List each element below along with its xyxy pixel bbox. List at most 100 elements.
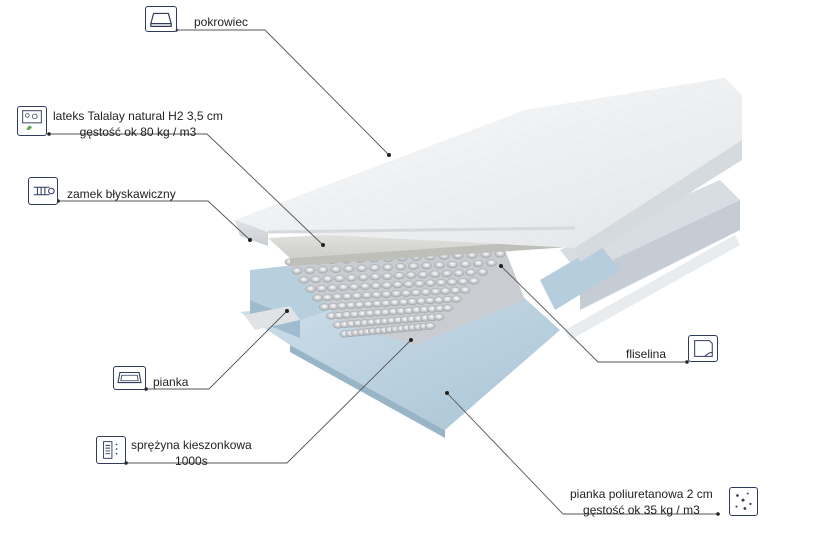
latex-layer-icon	[17, 106, 47, 136]
spring-pocket	[441, 270, 453, 278]
label-fleece: fliselina	[626, 347, 667, 361]
spring-pocket	[485, 259, 497, 267]
spring-pocket	[446, 261, 458, 269]
spring-pocket	[424, 279, 436, 287]
spring-pocket	[356, 264, 368, 272]
spring-pocket	[417, 271, 429, 279]
leader-zipper	[58, 200, 251, 241]
spring-pocket	[395, 263, 406, 271]
label-latex-line1: lateks Talalay natural H2 3,5 cm	[53, 109, 223, 123]
pocket-spring-block	[284, 250, 525, 345]
spring-pocket	[410, 289, 422, 297]
spring-pocket	[477, 268, 488, 276]
fleece-sheet-icon	[688, 335, 718, 362]
spring-pocket	[453, 269, 465, 277]
spring-pocket	[381, 281, 393, 289]
spring-pocket	[442, 304, 453, 312]
spring-pocket	[424, 322, 436, 330]
spring-pocket	[345, 274, 357, 282]
spring-pocket	[413, 280, 425, 288]
spring-pocket	[465, 268, 476, 277]
label-spring-line1: sprężyna kieszonkowa	[131, 438, 252, 452]
spring-pocket	[439, 287, 451, 295]
mattress-cover-icon	[145, 6, 177, 32]
spring-pocket	[435, 279, 447, 287]
foam-dots-icon	[729, 487, 758, 516]
spring-pocket	[472, 259, 484, 268]
spring-pocket	[305, 285, 316, 293]
spring-pocket	[291, 267, 303, 275]
label-pu-foam: pianka poliuretanowa 2 cm gęstość ok 35 …	[570, 486, 713, 518]
spring-pocket	[468, 277, 480, 285]
spring-pocket	[312, 294, 323, 302]
spring-pocket	[322, 275, 333, 283]
spring-pocket	[370, 282, 382, 290]
leader-latex	[49, 133, 324, 246]
spring-pocket	[403, 280, 414, 288]
spring-pocket	[408, 262, 419, 270]
spring-pocket	[317, 266, 329, 274]
foam-tray-icon	[113, 366, 146, 390]
spring-pocket	[357, 273, 369, 281]
spring-pocket	[429, 270, 441, 278]
label-zipper: zamek błyskawiczny	[67, 187, 176, 201]
spring-pocket	[310, 275, 322, 284]
spring-pocket	[450, 295, 462, 303]
spring-pocket	[361, 291, 373, 299]
spring-pocket	[390, 290, 402, 298]
leader-spring	[126, 339, 412, 464]
spring-pocket	[359, 282, 371, 290]
label-pu-foam-line1: pianka poliuretanowa 2 cm	[570, 487, 713, 501]
spring-pocket	[371, 291, 382, 299]
pocket-spring-icon	[96, 436, 126, 464]
spring-pocket	[421, 262, 432, 270]
spring-pocket	[369, 273, 381, 281]
spring-pocket	[382, 263, 393, 271]
spring-pocket	[298, 276, 310, 284]
spring-pocket	[420, 288, 432, 296]
leader-foam	[146, 310, 288, 390]
label-spring-line2: 1000s	[175, 454, 208, 468]
spring-pocket	[316, 284, 327, 293]
spring-pocket	[433, 313, 445, 321]
spring-pocket	[351, 292, 363, 300]
spring-pocket	[446, 278, 458, 286]
spring-pocket	[433, 261, 445, 269]
spring-pocket	[341, 292, 353, 301]
spring-pocket	[381, 272, 393, 280]
label-pu-foam-line2: gęstość ok 35 kg / m3	[583, 503, 700, 517]
leader-pu-foam	[446, 392, 718, 515]
pu-foam-layer	[240, 285, 560, 438]
spring-pocket	[304, 266, 316, 275]
spring-pocket	[321, 293, 333, 302]
spring-pocket	[343, 265, 355, 273]
spring-pocket	[430, 288, 441, 296]
spring-pocket	[334, 274, 345, 283]
leader-lines	[49, 29, 718, 515]
label-cover: pokrowiec	[194, 15, 249, 29]
spring-pocket	[459, 260, 471, 268]
spring-pocket	[337, 283, 349, 292]
leader-fleece	[500, 265, 687, 363]
mattress-cover	[235, 78, 742, 262]
label-latex-line2: gęstość ok 80 kg / m3	[79, 125, 197, 139]
label-foam: pianka	[153, 375, 189, 389]
label-spring: sprężyna kieszonkowa 1000s	[131, 437, 252, 469]
spring-pocket	[459, 286, 471, 294]
spring-pocket	[330, 265, 342, 274]
spring-pocket	[449, 286, 461, 295]
spring-pocket	[392, 281, 403, 289]
zipper-icon	[28, 177, 58, 205]
spring-pocket	[405, 271, 417, 279]
label-latex: lateks Talalay natural H2 3,5 cm gęstość…	[53, 108, 223, 140]
spring-pocket	[457, 277, 469, 286]
spring-pocket	[348, 283, 360, 291]
spring-pocket	[380, 290, 392, 298]
spring-pocket	[393, 272, 405, 280]
spring-pocket	[400, 289, 412, 297]
spring-pocket	[369, 264, 380, 272]
leader-cover	[176, 29, 390, 156]
spring-pocket	[326, 284, 338, 292]
spring-pocket	[331, 293, 343, 301]
